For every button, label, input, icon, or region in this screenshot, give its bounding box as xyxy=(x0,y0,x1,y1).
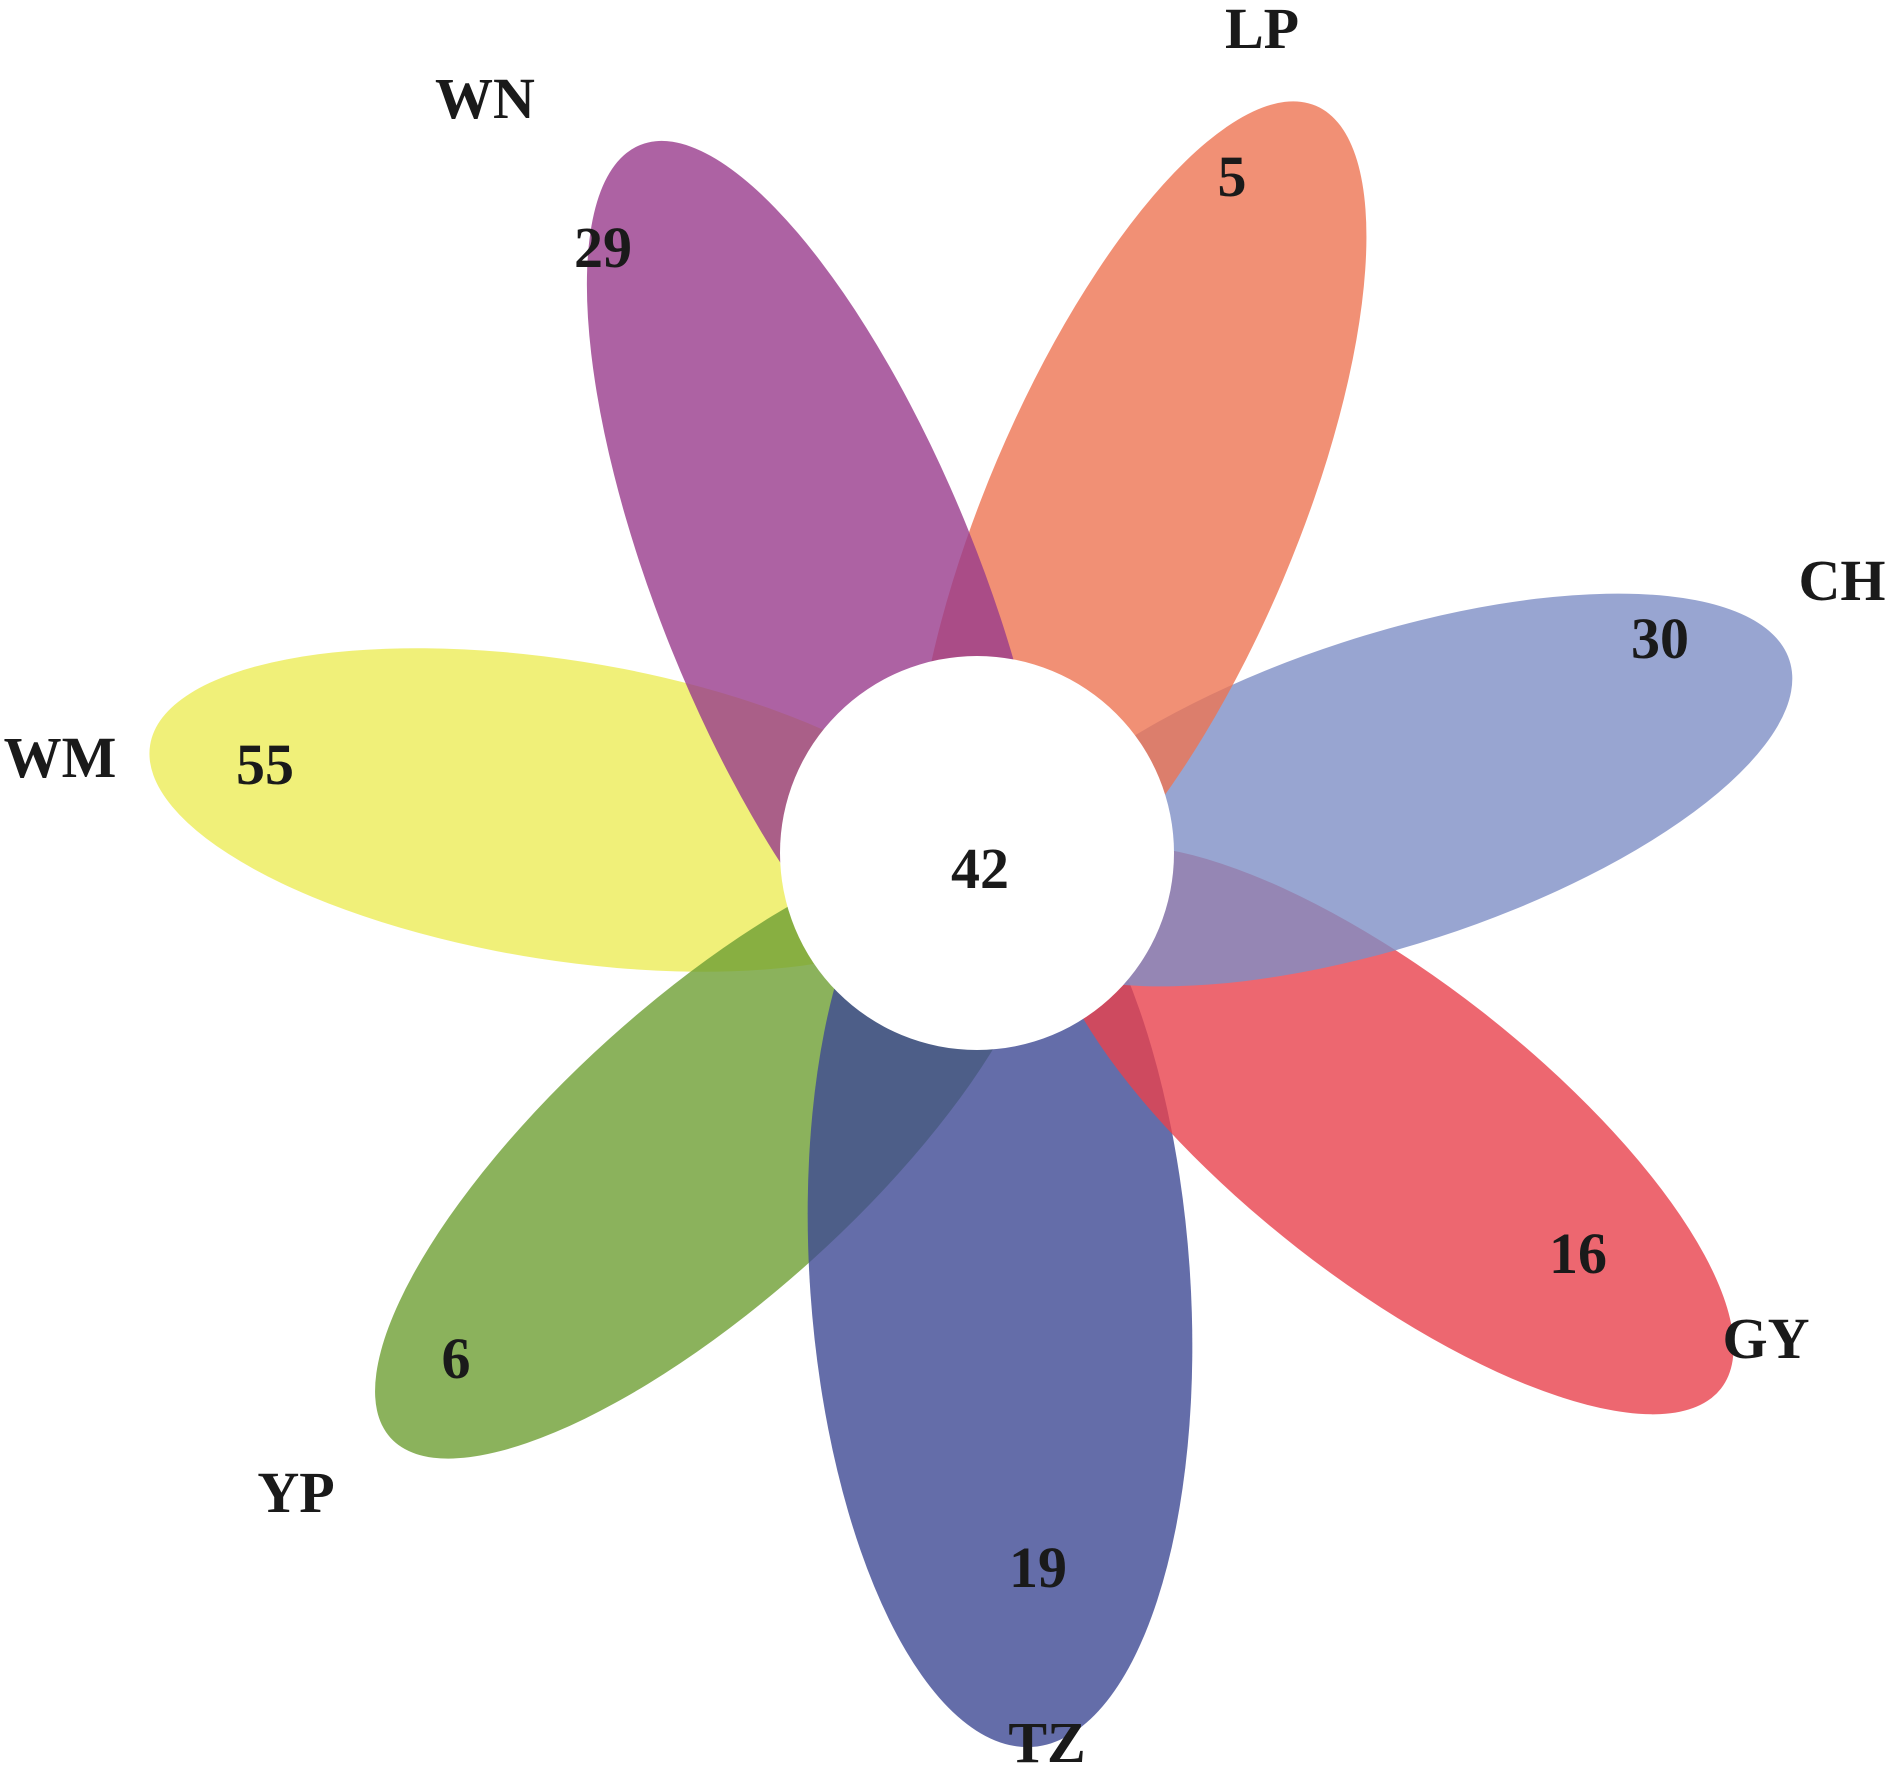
petal-count-wm: 55 xyxy=(236,732,294,797)
petal-count-lp: 5 xyxy=(1218,144,1247,209)
petal-count-ch: 30 xyxy=(1631,606,1689,671)
petal-label-tz: TZ xyxy=(1008,1710,1085,1774)
petal-count-yp: 6 xyxy=(442,1326,471,1391)
petal-count-wn: 29 xyxy=(574,215,632,280)
petal-gy xyxy=(1046,845,1734,1415)
petal-label-lp: LP xyxy=(1225,0,1299,61)
petal-label-gy: GY xyxy=(1723,1306,1810,1371)
core-circle xyxy=(780,656,1174,1050)
petal-ch xyxy=(987,593,1793,987)
petal-label-yp: YP xyxy=(257,1460,334,1525)
petal-count-tz: 19 xyxy=(1009,1535,1067,1600)
petal-label-ch: CH xyxy=(1799,548,1886,613)
core-count: 42 xyxy=(951,836,1009,901)
petal-tz xyxy=(807,812,1193,1748)
petal-label-wm: WM xyxy=(4,725,117,790)
petal-count-gy: 16 xyxy=(1549,1221,1607,1286)
petal-label-wn: WN xyxy=(435,66,535,131)
